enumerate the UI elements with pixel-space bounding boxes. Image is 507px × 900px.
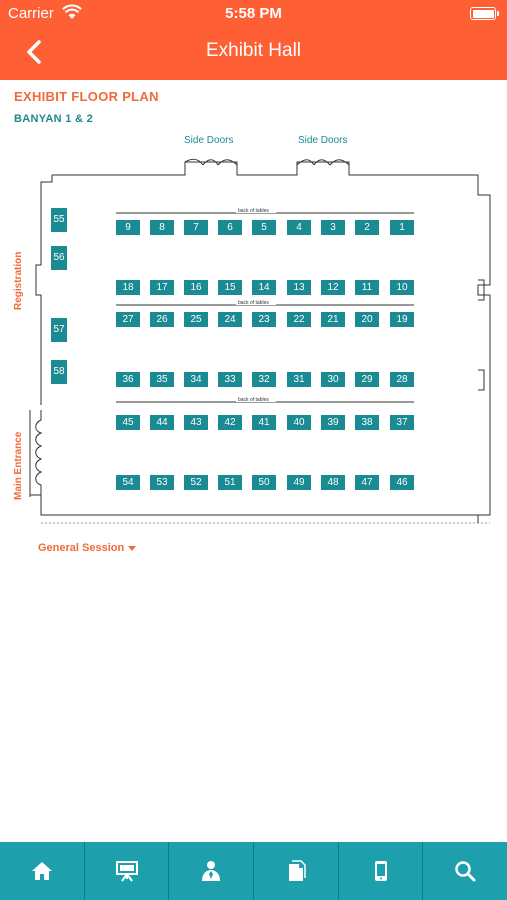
booth-50[interactable]: 50 bbox=[252, 475, 276, 490]
booth-28[interactable]: 28 bbox=[390, 372, 414, 387]
booth-47[interactable]: 47 bbox=[355, 475, 379, 490]
home-icon bbox=[31, 862, 52, 880]
booth-14[interactable]: 14 bbox=[252, 280, 276, 295]
floorplan-heading: EXHIBIT FLOOR PLAN bbox=[14, 89, 159, 104]
booth-4[interactable]: 4 bbox=[287, 220, 311, 235]
speaker-icon bbox=[202, 861, 221, 881]
booth-49[interactable]: 49 bbox=[287, 475, 311, 490]
booth-1[interactable]: 1 bbox=[390, 220, 414, 235]
booth-42[interactable]: 42 bbox=[218, 415, 242, 430]
presentation-icon bbox=[115, 861, 138, 882]
booth-3[interactable]: 3 bbox=[321, 220, 345, 235]
booth-21[interactable]: 21 bbox=[321, 312, 345, 327]
booth-15[interactable]: 15 bbox=[218, 280, 242, 295]
booth-8[interactable]: 8 bbox=[150, 220, 174, 235]
search-icon bbox=[455, 861, 476, 882]
general-session-label: General Session bbox=[38, 542, 125, 554]
documents-icon bbox=[288, 860, 306, 881]
booth-44[interactable]: 44 bbox=[150, 415, 174, 430]
booth-12[interactable]: 12 bbox=[321, 280, 345, 295]
main-entrance-label: Main Entrance bbox=[13, 431, 24, 500]
back-of-tables-label: back of tables bbox=[238, 397, 269, 403]
registration-label: Registration bbox=[13, 252, 24, 310]
tab-bar bbox=[0, 842, 507, 900]
booth-40[interactable]: 40 bbox=[287, 415, 311, 430]
booth-48[interactable]: 48 bbox=[321, 475, 345, 490]
booth-55[interactable]: 55 bbox=[51, 208, 67, 232]
booth-53[interactable]: 53 bbox=[150, 475, 174, 490]
booth-45[interactable]: 45 bbox=[116, 415, 140, 430]
caret-down-icon bbox=[128, 545, 137, 551]
booth-18[interactable]: 18 bbox=[116, 280, 140, 295]
tab-search[interactable] bbox=[423, 842, 507, 900]
back-of-tables-label: back of tables bbox=[238, 208, 269, 214]
floor-plan-map: back of tables back of tables back of ta… bbox=[13, 135, 491, 524]
booth-39[interactable]: 39 bbox=[321, 415, 345, 430]
booth-36[interactable]: 36 bbox=[116, 372, 140, 387]
booth-29[interactable]: 29 bbox=[355, 372, 379, 387]
booth-17[interactable]: 17 bbox=[150, 280, 174, 295]
booth-37[interactable]: 37 bbox=[390, 415, 414, 430]
booth-31[interactable]: 31 bbox=[287, 372, 311, 387]
booth-25[interactable]: 25 bbox=[184, 312, 208, 327]
booth-6[interactable]: 6 bbox=[218, 220, 242, 235]
tab-documents[interactable] bbox=[254, 842, 339, 900]
chevron-left-icon bbox=[27, 40, 41, 64]
booth-43[interactable]: 43 bbox=[184, 415, 208, 430]
back-of-tables-label: back of tables bbox=[238, 300, 269, 306]
tab-home[interactable] bbox=[0, 842, 85, 900]
booth-16[interactable]: 16 bbox=[184, 280, 208, 295]
tab-sessions[interactable] bbox=[85, 842, 170, 900]
booth-32[interactable]: 32 bbox=[252, 372, 276, 387]
booth-57[interactable]: 57 bbox=[51, 318, 67, 342]
booth-11[interactable]: 11 bbox=[355, 280, 379, 295]
status-bar: Carrier 5:58 PM bbox=[0, 0, 507, 28]
nav-bar: Carrier 5:58 PM Exhibit Hall bbox=[0, 0, 507, 80]
booth-35[interactable]: 35 bbox=[150, 372, 174, 387]
booth-2[interactable]: 2 bbox=[355, 220, 379, 235]
booth-56[interactable]: 56 bbox=[51, 246, 67, 270]
booth-23[interactable]: 23 bbox=[252, 312, 276, 327]
booth-54[interactable]: 54 bbox=[116, 475, 140, 490]
booth-5[interactable]: 5 bbox=[252, 220, 276, 235]
booth-51[interactable]: 51 bbox=[218, 475, 242, 490]
booth-33[interactable]: 33 bbox=[218, 372, 242, 387]
booth-20[interactable]: 20 bbox=[355, 312, 379, 327]
carrier-label: Carrier bbox=[8, 5, 54, 22]
tab-speakers[interactable] bbox=[169, 842, 255, 900]
page-title: Exhibit Hall bbox=[205, 40, 302, 61]
booth-10[interactable]: 10 bbox=[390, 280, 414, 295]
booth-27[interactable]: 27 bbox=[116, 312, 140, 327]
mobile-icon bbox=[374, 861, 387, 881]
general-session-link[interactable]: General Session bbox=[38, 542, 137, 554]
side-doors-left-label: Side Doors bbox=[184, 135, 233, 146]
side-doors-right-label: Side Doors bbox=[298, 135, 347, 146]
floorplan-subheading: BANYAN 1 & 2 bbox=[14, 113, 93, 125]
booth-9[interactable]: 9 bbox=[116, 220, 140, 235]
tab-mobile[interactable] bbox=[339, 842, 424, 900]
booth-7[interactable]: 7 bbox=[184, 220, 208, 235]
booth-19[interactable]: 19 bbox=[390, 312, 414, 327]
back-button[interactable] bbox=[20, 34, 50, 70]
booth-46[interactable]: 46 bbox=[390, 475, 414, 490]
booth-41[interactable]: 41 bbox=[252, 415, 276, 430]
booth-34[interactable]: 34 bbox=[184, 372, 208, 387]
booth-30[interactable]: 30 bbox=[321, 372, 345, 387]
battery-icon bbox=[470, 7, 499, 20]
booth-38[interactable]: 38 bbox=[355, 415, 379, 430]
booth-52[interactable]: 52 bbox=[184, 475, 208, 490]
booth-13[interactable]: 13 bbox=[287, 280, 311, 295]
booth-58[interactable]: 58 bbox=[51, 360, 67, 384]
status-time: 5:58 PM bbox=[225, 5, 282, 22]
booth-26[interactable]: 26 bbox=[150, 312, 174, 327]
booth-22[interactable]: 22 bbox=[287, 312, 311, 327]
wifi-icon bbox=[62, 4, 82, 19]
booth-24[interactable]: 24 bbox=[218, 312, 242, 327]
